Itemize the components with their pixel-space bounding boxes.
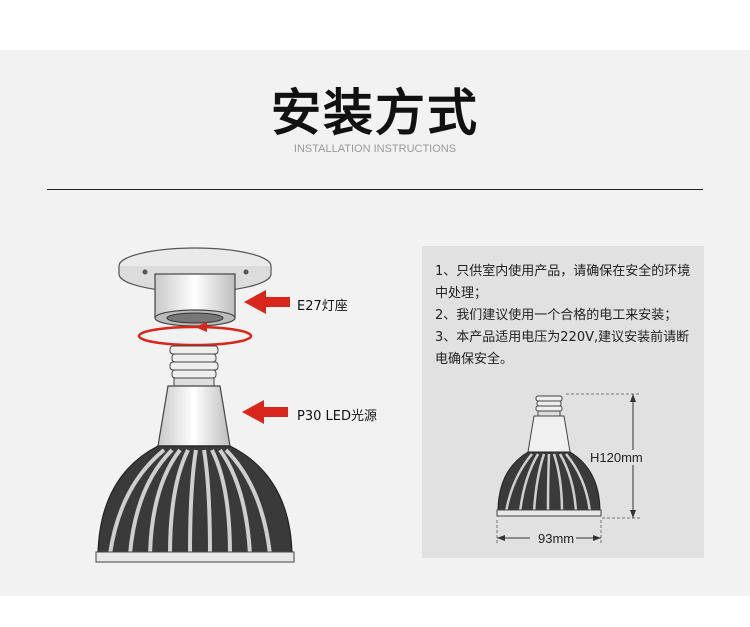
e27-socket bbox=[154, 273, 236, 327]
rotation-arrow bbox=[137, 322, 253, 347]
bulb-base bbox=[169, 345, 219, 387]
width-label: 93mm bbox=[538, 531, 575, 546]
small-bulb bbox=[496, 395, 602, 517]
note-item: 3、本产品适用电压为220V,建议安装前请断电确保安全。 bbox=[435, 330, 690, 367]
bulb-neck bbox=[157, 385, 231, 447]
dimension-diagram bbox=[496, 393, 640, 544]
socket-arrow bbox=[244, 290, 290, 314]
note-item: 2、我们建议使用一个合格的电工来安装； bbox=[435, 308, 678, 323]
bulb-arrow bbox=[242, 400, 288, 424]
socket-label: E27灯座 bbox=[297, 299, 348, 314]
installation-diagram bbox=[95, 247, 295, 563]
divider bbox=[47, 189, 703, 190]
page-title: 安装方式 bbox=[271, 84, 479, 142]
width-dimension-line bbox=[496, 520, 602, 544]
page-subtitle: INSTALLATION INSTRUCTIONS bbox=[293, 143, 457, 155]
bulb-fins bbox=[95, 445, 295, 563]
height-label: H120mm bbox=[590, 450, 643, 465]
notes-list: 1、只供室内使用产品，请确保在安全的环境中处理； 2、我们建议使用一个合格的电工… bbox=[435, 261, 700, 371]
note-item: 1、只供室内使用产品，请确保在安全的环境中处理； bbox=[435, 264, 691, 301]
bulb-label: P30 LED光源 bbox=[297, 409, 377, 424]
